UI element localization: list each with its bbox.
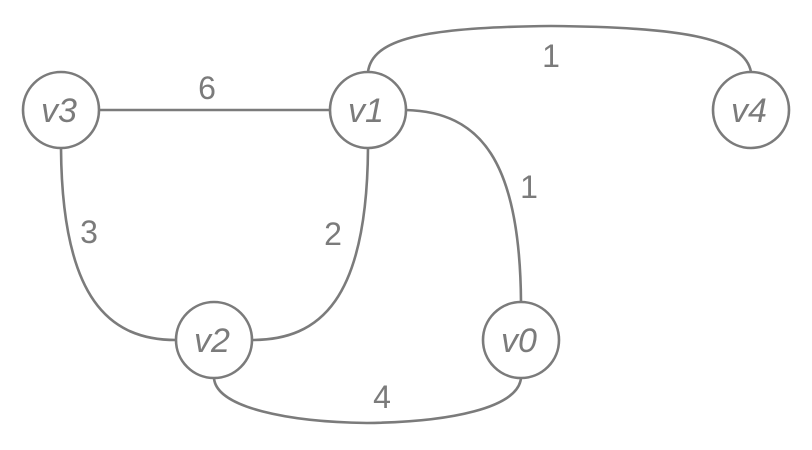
edge-label-v2-v0: 4 (373, 379, 391, 415)
node-circle (328, 70, 408, 150)
edge-v2-v0 (212, 377, 523, 425)
edge-v3-v2 (59, 147, 177, 342)
edge-label-v1-v2: 2 (324, 216, 342, 252)
node-label: v0 (501, 322, 537, 360)
node-circle (21, 70, 101, 150)
node-circle (711, 70, 791, 150)
edge-label-v1-v4: 1 (542, 38, 560, 74)
node-circle (174, 300, 254, 380)
node-label: v1 (348, 92, 384, 130)
edge-label-v3-v2: 3 (80, 214, 98, 250)
node-v2: v2 (174, 300, 254, 380)
node-v4: v4 (711, 70, 791, 150)
edge-label-v1-v0: 1 (520, 169, 538, 205)
edge-v1-v0 (405, 108, 523, 303)
node-label: v4 (731, 92, 767, 130)
node-label: v3 (41, 92, 77, 130)
edge-label-v3-v1: 6 (198, 70, 216, 106)
edge-v1-v4 (366, 24, 753, 73)
edge-v1-v2 (251, 147, 370, 342)
node-v1: v1 (328, 70, 408, 150)
node-v3: v3 (21, 70, 101, 150)
node-label: v2 (194, 322, 230, 360)
node-circle (481, 300, 561, 380)
node-v0: v0 (481, 300, 561, 380)
